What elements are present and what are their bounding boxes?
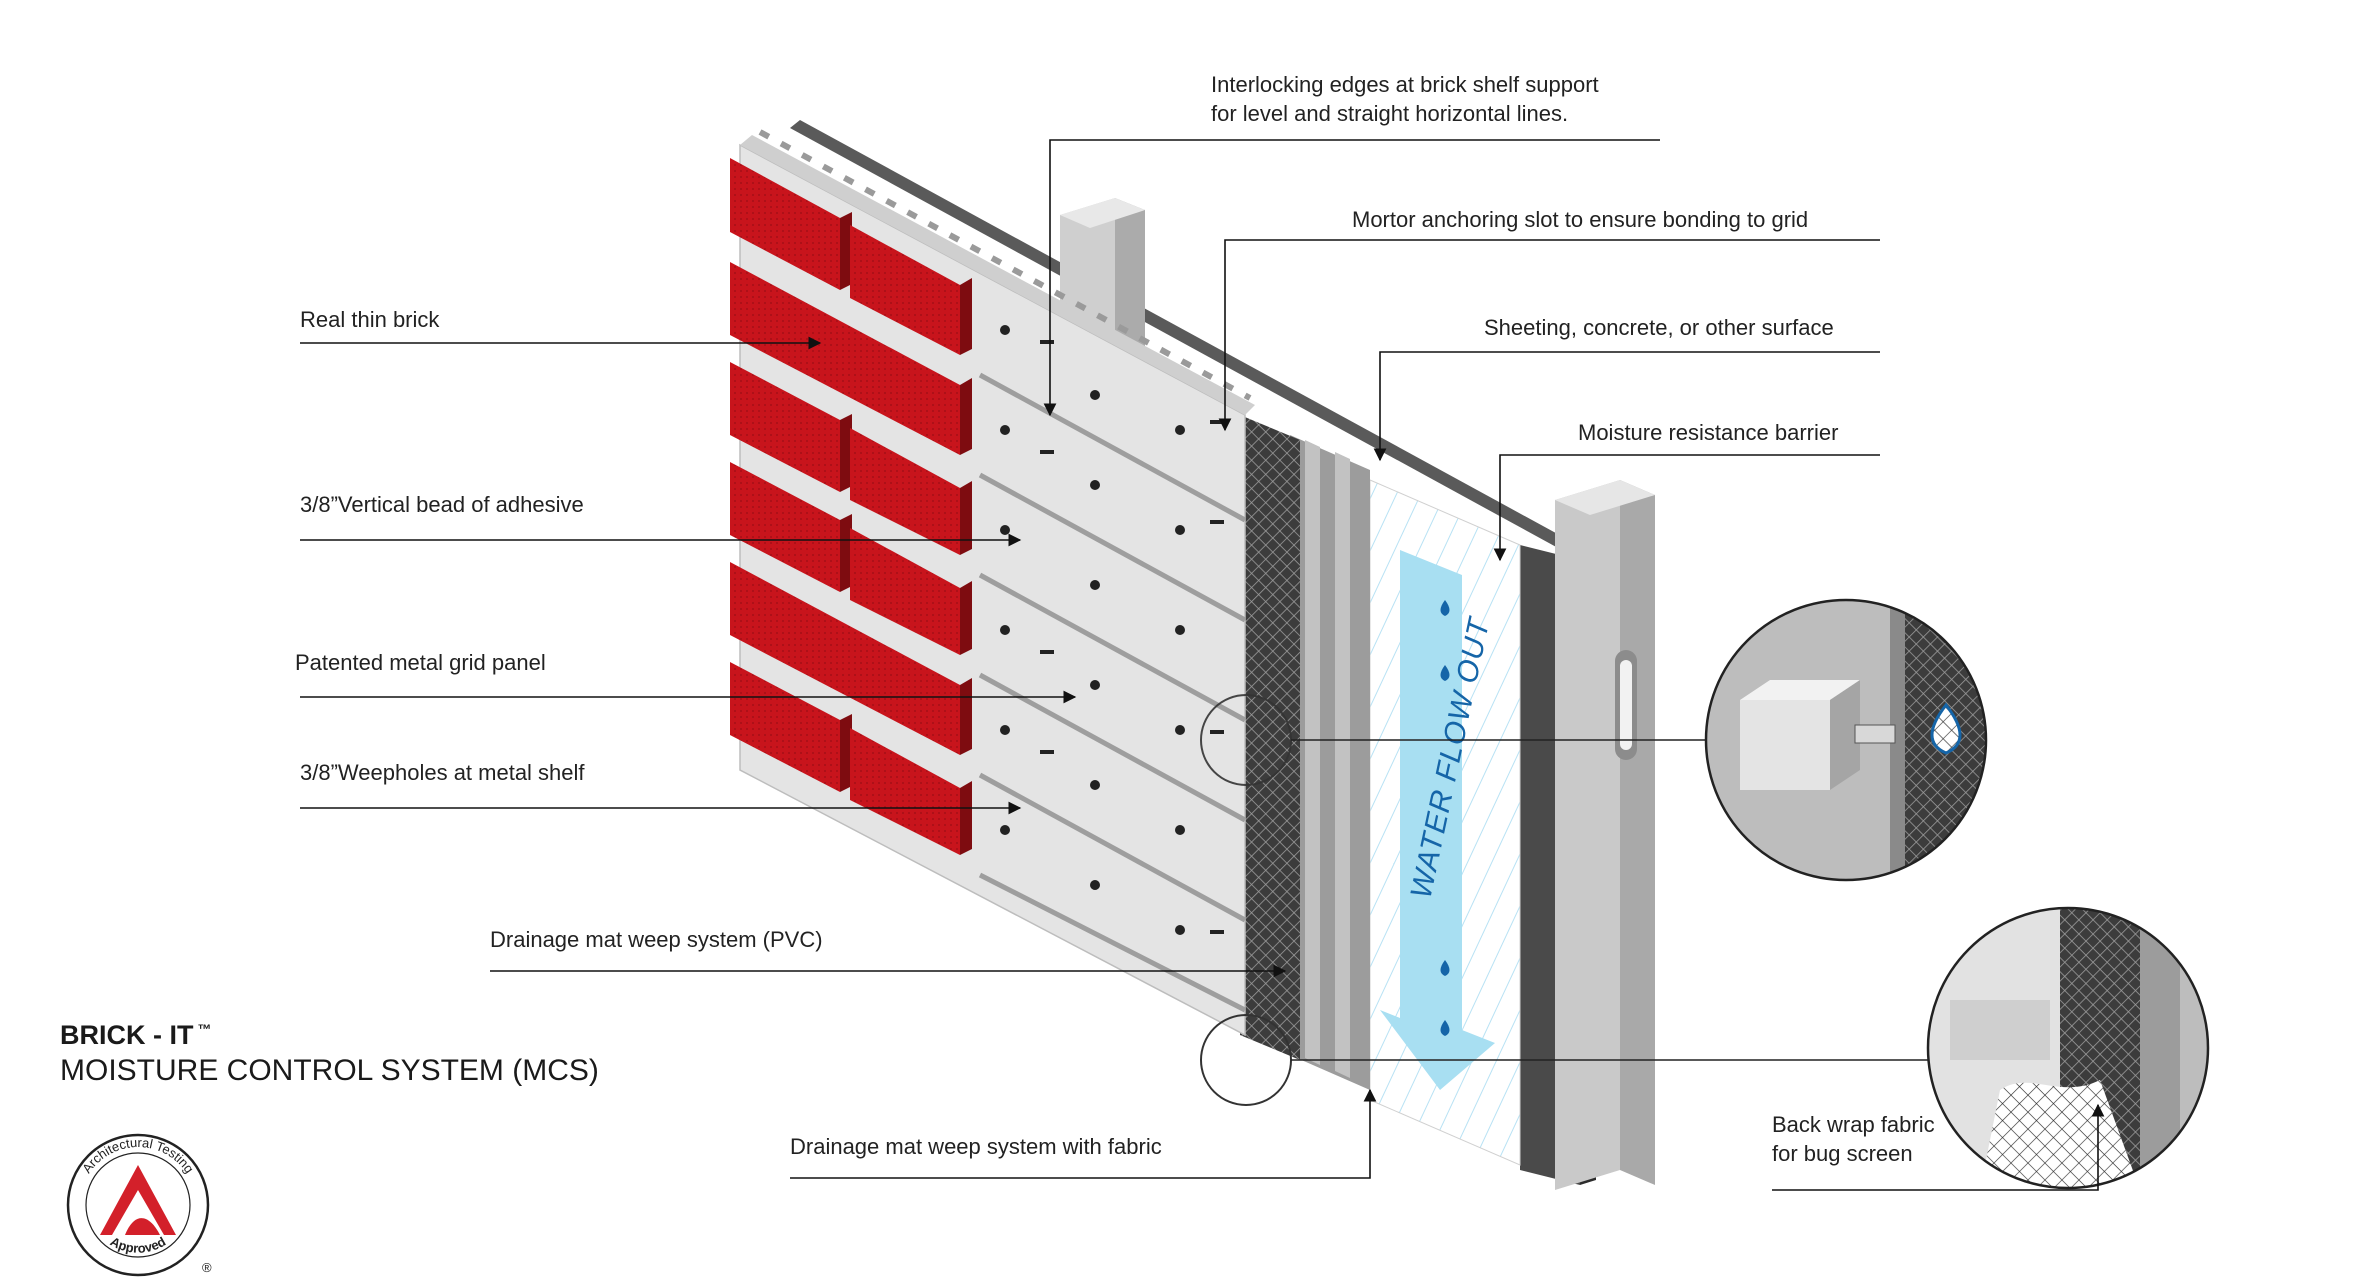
label-sheeting: Sheeting, concrete, or other surface (1484, 315, 1834, 340)
metal-stud (1555, 480, 1620, 1190)
droplet-icon (1440, 1020, 1450, 1036)
label-drainage-fabric: Drainage mat weep system with fabric (790, 1134, 1162, 1159)
brick-rows (730, 158, 972, 855)
label-metal-grid: Patented metal grid panel (295, 650, 546, 675)
label-interlocking: Interlocking edges at brick shelf suppor… (1211, 72, 1599, 126)
architectural-testing-seal: Architectural Testing Approved ® (66, 1133, 212, 1277)
label-real-thin-brick: Real thin brick (300, 307, 440, 332)
label-drainage-pvc: Drainage mat weep system (PVC) (490, 927, 823, 952)
label-mortor: Mortor anchoring slot to ensure bonding … (1352, 207, 1809, 232)
water-flow-arrow (1380, 550, 1495, 1090)
label-moisture-barrier: Moisture resistance barrier (1578, 420, 1839, 445)
droplet-icon (1440, 600, 1450, 616)
mesh-fabric (1240, 415, 1300, 1060)
detail-circle-bottom (1928, 908, 2208, 1188)
droplet-icon (1930, 702, 1962, 755)
grid-shelves (978, 372, 1247, 1013)
system-subtitle: MOISTURE CONTROL SYSTEM (MCS) (60, 1054, 599, 1087)
droplet-icon (1440, 665, 1450, 681)
label-back-wrap: Back wrap fabric for bug screen (1772, 1112, 1935, 1166)
label-vertical-bead: 3/8”Vertical bead of adhesive (300, 492, 584, 517)
drainage-mat (1290, 435, 1370, 1090)
droplet-icon (1440, 960, 1450, 976)
svg-text:Approved: Approved (108, 1234, 168, 1256)
svg-text:®: ® (202, 1260, 212, 1275)
leader-lines (300, 139, 2105, 1191)
grid-slots (1000, 325, 1224, 935)
label-weepholes: 3/8”Weepholes at metal shelf (300, 760, 585, 785)
